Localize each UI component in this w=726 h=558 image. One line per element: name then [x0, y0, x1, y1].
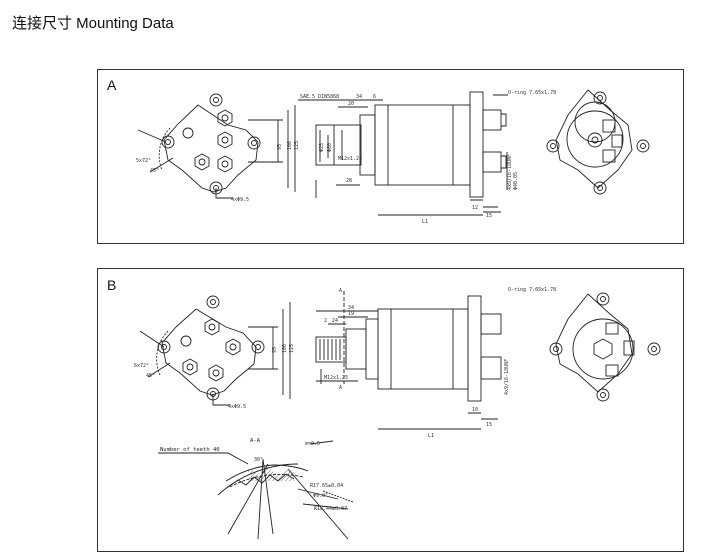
b-dim-15: 15 [486, 422, 492, 428]
b-module: m=0.5 [305, 441, 320, 447]
a-thread: M12x1.25 [338, 156, 362, 162]
b-angle-45: 45° [146, 373, 155, 379]
panel-a-drawing: 5x72° 45° 4xΦ9.5 SAE.5 DIN5868 O-ring 7.… [136, 89, 650, 225]
b-vert-thread: 4x9/16-18UNF [504, 359, 510, 395]
b-dim-10: 10 [472, 407, 478, 413]
b-angle-30: 30° [254, 457, 263, 463]
panel-b: B [97, 268, 684, 552]
b-dim-34: 34 [348, 305, 354, 311]
b-h95: 95 [272, 347, 278, 353]
side-view-a [298, 91, 508, 216]
b-section-bottom: A [339, 385, 342, 391]
a-vert-thread: 4x9/16-18UNF [507, 154, 513, 190]
a-dim-15: 15 [486, 213, 492, 219]
a-d25: Φ25 [319, 143, 325, 152]
panel-b-label: B [107, 277, 117, 293]
a-angle-45: 45° [150, 168, 159, 174]
rear-view-b [549, 292, 661, 402]
b-h125: 125 [289, 344, 295, 353]
a-dim-20: 20 [348, 101, 354, 107]
a-vert-d: Φ40.05 [513, 172, 519, 190]
a-dim-12: 12 [472, 205, 478, 211]
a-dim-6: 6 [373, 94, 376, 100]
a-oring: O-ring 7.65x1.78 [508, 90, 556, 96]
b-h106: 106 [282, 344, 288, 353]
a-shaft-spec: SAE.5 DIN5868 [300, 94, 339, 100]
b-dim-2: 2 [324, 318, 327, 324]
b-section-top: A [339, 288, 342, 294]
a-angle-5x72: 5x72° [136, 158, 151, 164]
b-oring: O-ring 7.65x1.78 [508, 287, 556, 293]
b-dim-24: 24 [332, 318, 338, 324]
b-angle-6x72: 6x72° [134, 363, 149, 369]
rear-view-a [546, 89, 650, 195]
side-view-b [315, 291, 502, 430]
panel-b-drawing: 6x72° 45° 4xΦ9.5 95 106 125 A A O-ring 7… [134, 287, 661, 540]
a-hole: 4xΦ9.5 [231, 197, 249, 203]
a-h95: 95 [277, 144, 283, 150]
b-pa: Φ9.0° [313, 493, 328, 499]
b-hole: 4xΦ9.5 [228, 404, 246, 410]
a-dim-34: 34 [356, 94, 362, 100]
b-r2: R18.44±0.07 [314, 506, 347, 512]
panel-a: A [97, 69, 684, 244]
front-view-b [139, 295, 291, 406]
a-d80: Φ80 [327, 143, 333, 152]
b-r1: R17.65±0.04 [310, 483, 343, 489]
a-l1: L1 [422, 219, 428, 225]
a-h106: 106 [287, 141, 293, 150]
front-view-a [137, 93, 296, 199]
b-dim-19: 19 [348, 311, 354, 317]
page-title: 连接尺寸 Mounting Data [12, 15, 174, 32]
b-l1: L1 [428, 433, 434, 439]
b-thread: M12x1.25 [324, 375, 348, 381]
panel-a-label: A [107, 77, 117, 93]
b-teeth-count: Number of teeth 40 [160, 447, 220, 453]
a-dim-28: 28 [346, 178, 352, 184]
a-h125: 125 [294, 141, 300, 150]
gear-section-detail [158, 440, 354, 540]
b-section-title: A-A [250, 438, 261, 444]
